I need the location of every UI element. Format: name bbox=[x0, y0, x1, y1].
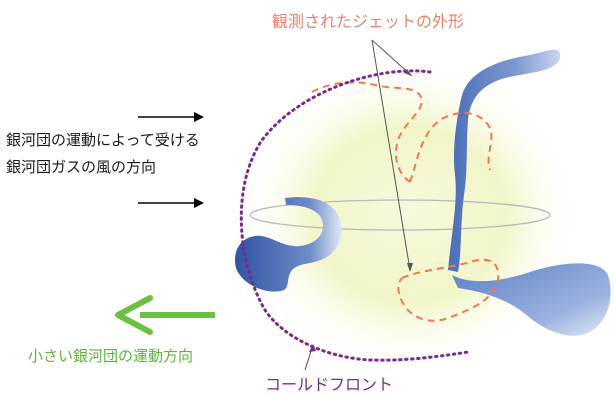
cold-front-arrowhead bbox=[309, 344, 316, 352]
observed-jet-shape-label: 観測されたジェットの外形 bbox=[272, 12, 465, 31]
cold-front-arc bbox=[239, 69, 470, 362]
jet-north-lobe bbox=[448, 49, 561, 272]
equatorial-ring bbox=[249, 199, 551, 231]
wind-direction-label-line1: 銀河団の運動によって受ける bbox=[6, 131, 200, 149]
jet-leader-arrowhead-2 bbox=[407, 263, 413, 272]
jet-west-lobe bbox=[234, 197, 342, 292]
cold-front-label: コールドフロント bbox=[265, 375, 394, 394]
jet-outline-bottom bbox=[397, 258, 500, 322]
motion-arrowhead bbox=[115, 295, 153, 335]
jet-label-leader-2 bbox=[371, 39, 411, 271]
wind-arrowhead-upper bbox=[194, 112, 204, 122]
wind-direction-label-line2: 銀河団ガスの風の方向 bbox=[6, 158, 157, 176]
jet-outline-mid bbox=[409, 112, 493, 183]
jet-south-lobe bbox=[452, 263, 611, 336]
jet-outline-top bbox=[311, 81, 423, 183]
cluster-gas-halo bbox=[235, 55, 585, 375]
wind-arrowhead-lower bbox=[194, 198, 204, 208]
group-motion-label: 小さい銀河団の運動方向 bbox=[28, 347, 194, 365]
